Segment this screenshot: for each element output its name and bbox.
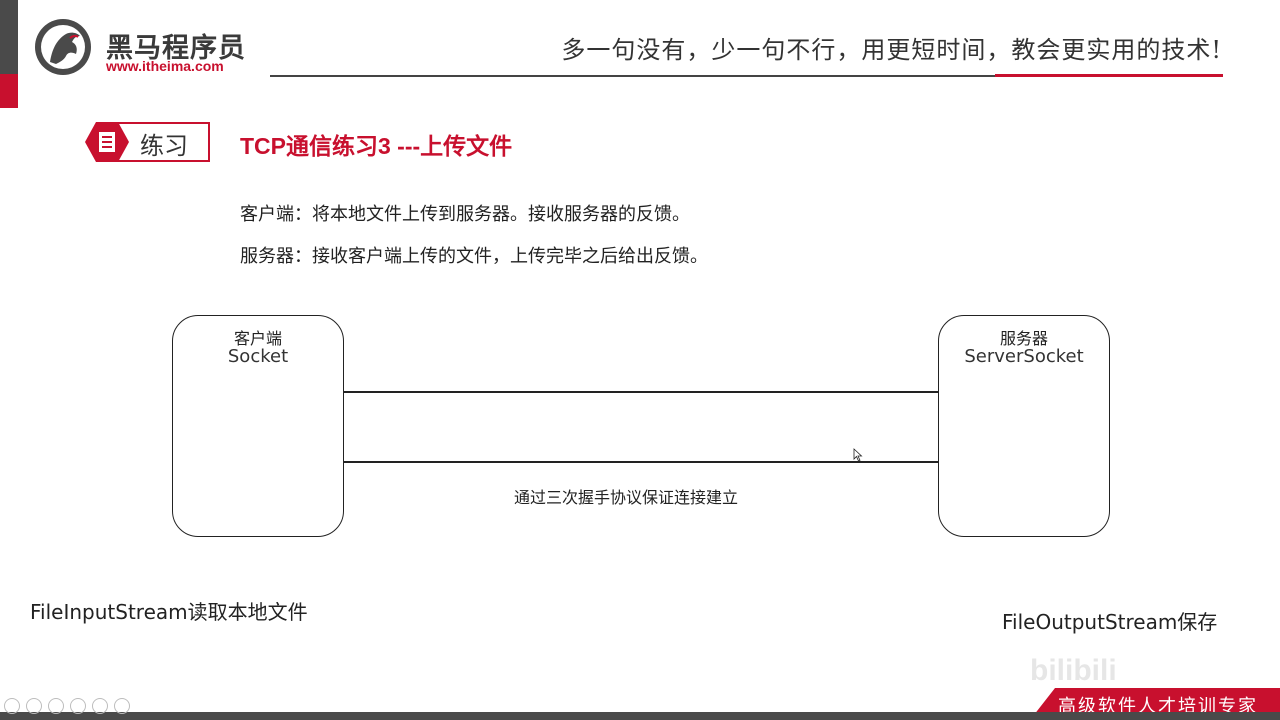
document-icon [85,122,129,162]
connection-line-top [344,391,938,393]
client-role-label: 客户端 [233,329,282,348]
pen-icon[interactable] [48,698,64,714]
left-accent-bar-red [0,74,18,108]
brand-name: 黑马程序员 [106,33,246,64]
exercise-badge-label: 练习 [140,132,188,160]
brand-url: www.itheima.com [106,58,224,74]
file-input-note: FileInputStream读取本地文件 [30,600,308,624]
server-role-label: 服务器 [999,329,1048,348]
more-icon[interactable] [114,698,130,714]
horse-logo-icon [35,19,91,75]
video-watermark: bilibili [1030,654,1117,687]
left-accent-bar-gray [0,0,18,74]
zoom-icon[interactable] [92,698,108,714]
slogan: 多一句没有，少一句不行，用更短时间，教会更实用的技术! [561,36,1222,64]
file-output-note: FileOutputStream保存 [1002,610,1218,634]
next-icon[interactable] [26,698,42,714]
footer-bar [0,712,1280,720]
slide-title: TCP通信练习3 ---上传文件 [240,133,513,159]
connection-line-bottom [344,461,938,463]
client-class-label: Socket [227,346,289,367]
footer-tagline: 高级软件人才培训专家 [1058,696,1258,717]
prev-icon[interactable] [4,698,20,714]
server-class-label: ServerSocket [964,346,1084,367]
server-description: 服务器：接收客户端上传的文件，上传完毕之后给出反馈。 [240,246,708,267]
player-controls [4,698,130,714]
header-divider [270,75,995,77]
mouse-cursor-icon [853,448,863,462]
connection-label: 通过三次握手协议保证连接建立 [513,488,738,507]
server-node: 服务器 ServerSocket [938,315,1110,537]
client-description: 客户端：将本地文件上传到服务器。接收服务器的反馈。 [240,204,690,225]
slides-icon[interactable] [70,698,86,714]
header-divider-accent [995,74,1223,77]
client-node: 客户端 Socket [172,315,344,537]
